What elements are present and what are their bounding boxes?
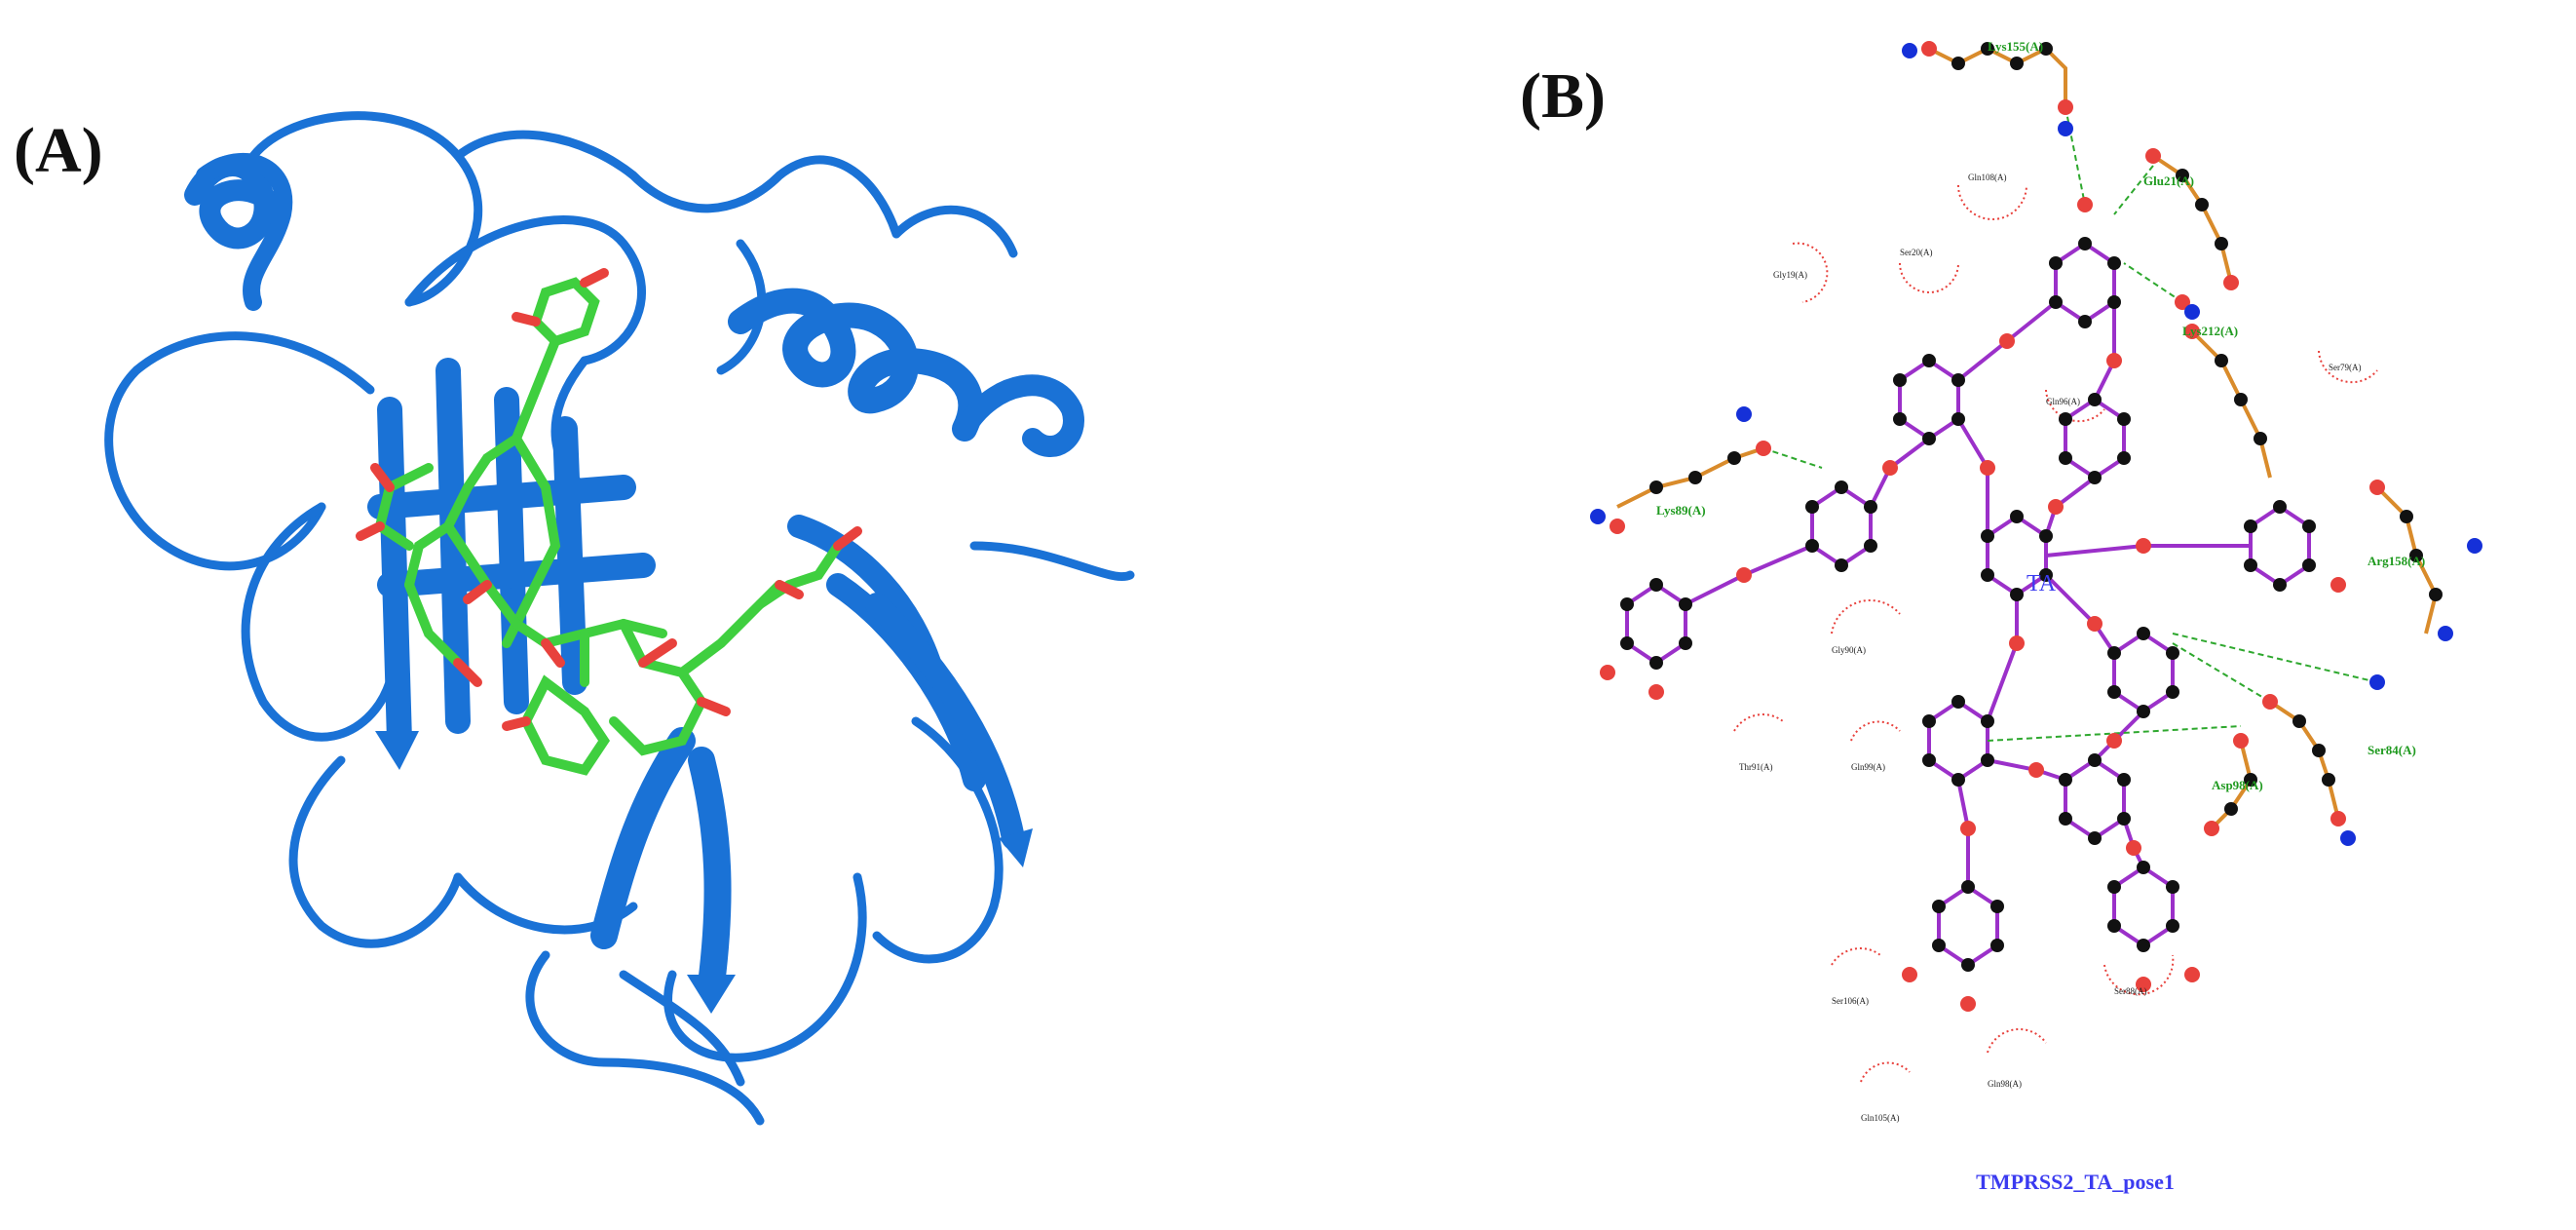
residue-label: Gln96(A) — [2046, 397, 2080, 406]
residue-label: Lys89(A) — [1656, 503, 1706, 518]
residue-label: Gln99(A) — [1851, 762, 1885, 772]
hbond-residue-labels: Lys155(A) Glu21(A) Lys212(A) Lys89(A) Ar… — [1656, 39, 2425, 792]
residue-label: Gly90(A) — [1832, 645, 1866, 655]
strand-arrowheads — [375, 731, 1033, 1014]
ligand-name: TA — [2027, 571, 2057, 596]
oxygen-atoms — [1600, 41, 2385, 1012]
residue-label: Gln98(A) — [1988, 1079, 2022, 1089]
residue-label: Ser79(A) — [2329, 363, 2362, 372]
hydrophobic-residue-labels: Gln108(A) Gly19(A) Ser20(A) Ser79(A) Gln… — [1739, 173, 2362, 1123]
panel-a-label: (A) — [14, 115, 103, 186]
hydrophobic-arcs — [1733, 184, 2378, 1083]
carbon-atoms — [1620, 42, 2443, 972]
panel-b-label: (B) — [1520, 60, 1606, 132]
residue-label: Lys212(A) — [2182, 324, 2238, 338]
residue-label: Glu21(A) — [2143, 173, 2194, 188]
residue-label: Lys155(A) — [1988, 39, 2043, 54]
residue-label: Ser84(A) — [2368, 743, 2416, 757]
residue-bonds — [1616, 46, 2439, 830]
residue-label: Thr91(A) — [1739, 762, 1773, 772]
residue-label: Ser106(A) — [1832, 996, 1869, 1006]
protein-ribbon — [104, 111, 1135, 1126]
residue-label: Gln108(A) — [1968, 173, 2007, 182]
ligand-sticks — [356, 268, 862, 776]
residue-label: Ser88(A) — [2114, 986, 2147, 996]
ligand-bonds — [1625, 241, 2311, 968]
residue-label: Gln105(A) — [1861, 1113, 1900, 1123]
nitrogen-atoms — [1590, 43, 2482, 846]
ligplot-caption: TMPRSS2_TA_pose1 — [1976, 1170, 2175, 1194]
residue-label: Gly19(A) — [1773, 270, 1807, 280]
residue-label: Ser20(A) — [1900, 248, 1933, 257]
residue-label: Arg158(A) — [2368, 554, 2425, 568]
residue-label: Asp98(A) — [2212, 778, 2263, 792]
